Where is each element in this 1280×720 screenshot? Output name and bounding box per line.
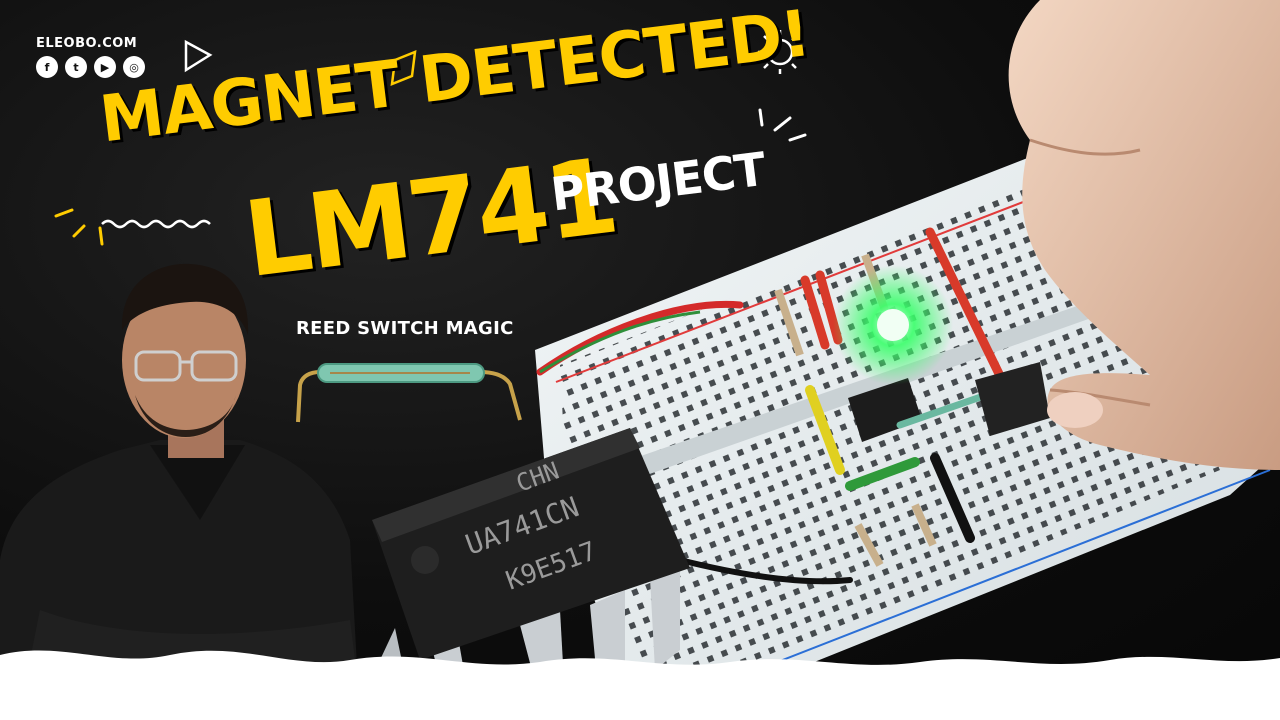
opamp-chip-image: CHN UA741CN K9E517 [372,428,690,720]
presenter-photo [0,263,360,720]
social-icons: f t ▶ ◎ [36,56,145,78]
sun-icon [758,30,802,74]
reed-switch-image [296,363,522,423]
site-name: ELEOBO.COM [36,36,138,51]
diamond-icon [390,50,417,86]
circuit-components [536,227,1050,585]
sparkle-lines-left [54,208,104,246]
play-triangle-icon [184,39,213,73]
subtitle-text: REED SWITCH MAGIC [296,318,514,339]
facebook-icon[interactable]: f [36,56,58,78]
sparkle-lines-right [758,108,807,142]
twitter-icon[interactable]: t [65,56,87,78]
bottom-wave [0,650,1280,720]
hand-photo [1008,0,1280,470]
youtube-icon[interactable]: ▶ [94,56,116,78]
instagram-icon[interactable]: ◎ [123,56,145,78]
squiggle-underline [101,219,211,229]
decorative-shapes [54,30,807,246]
